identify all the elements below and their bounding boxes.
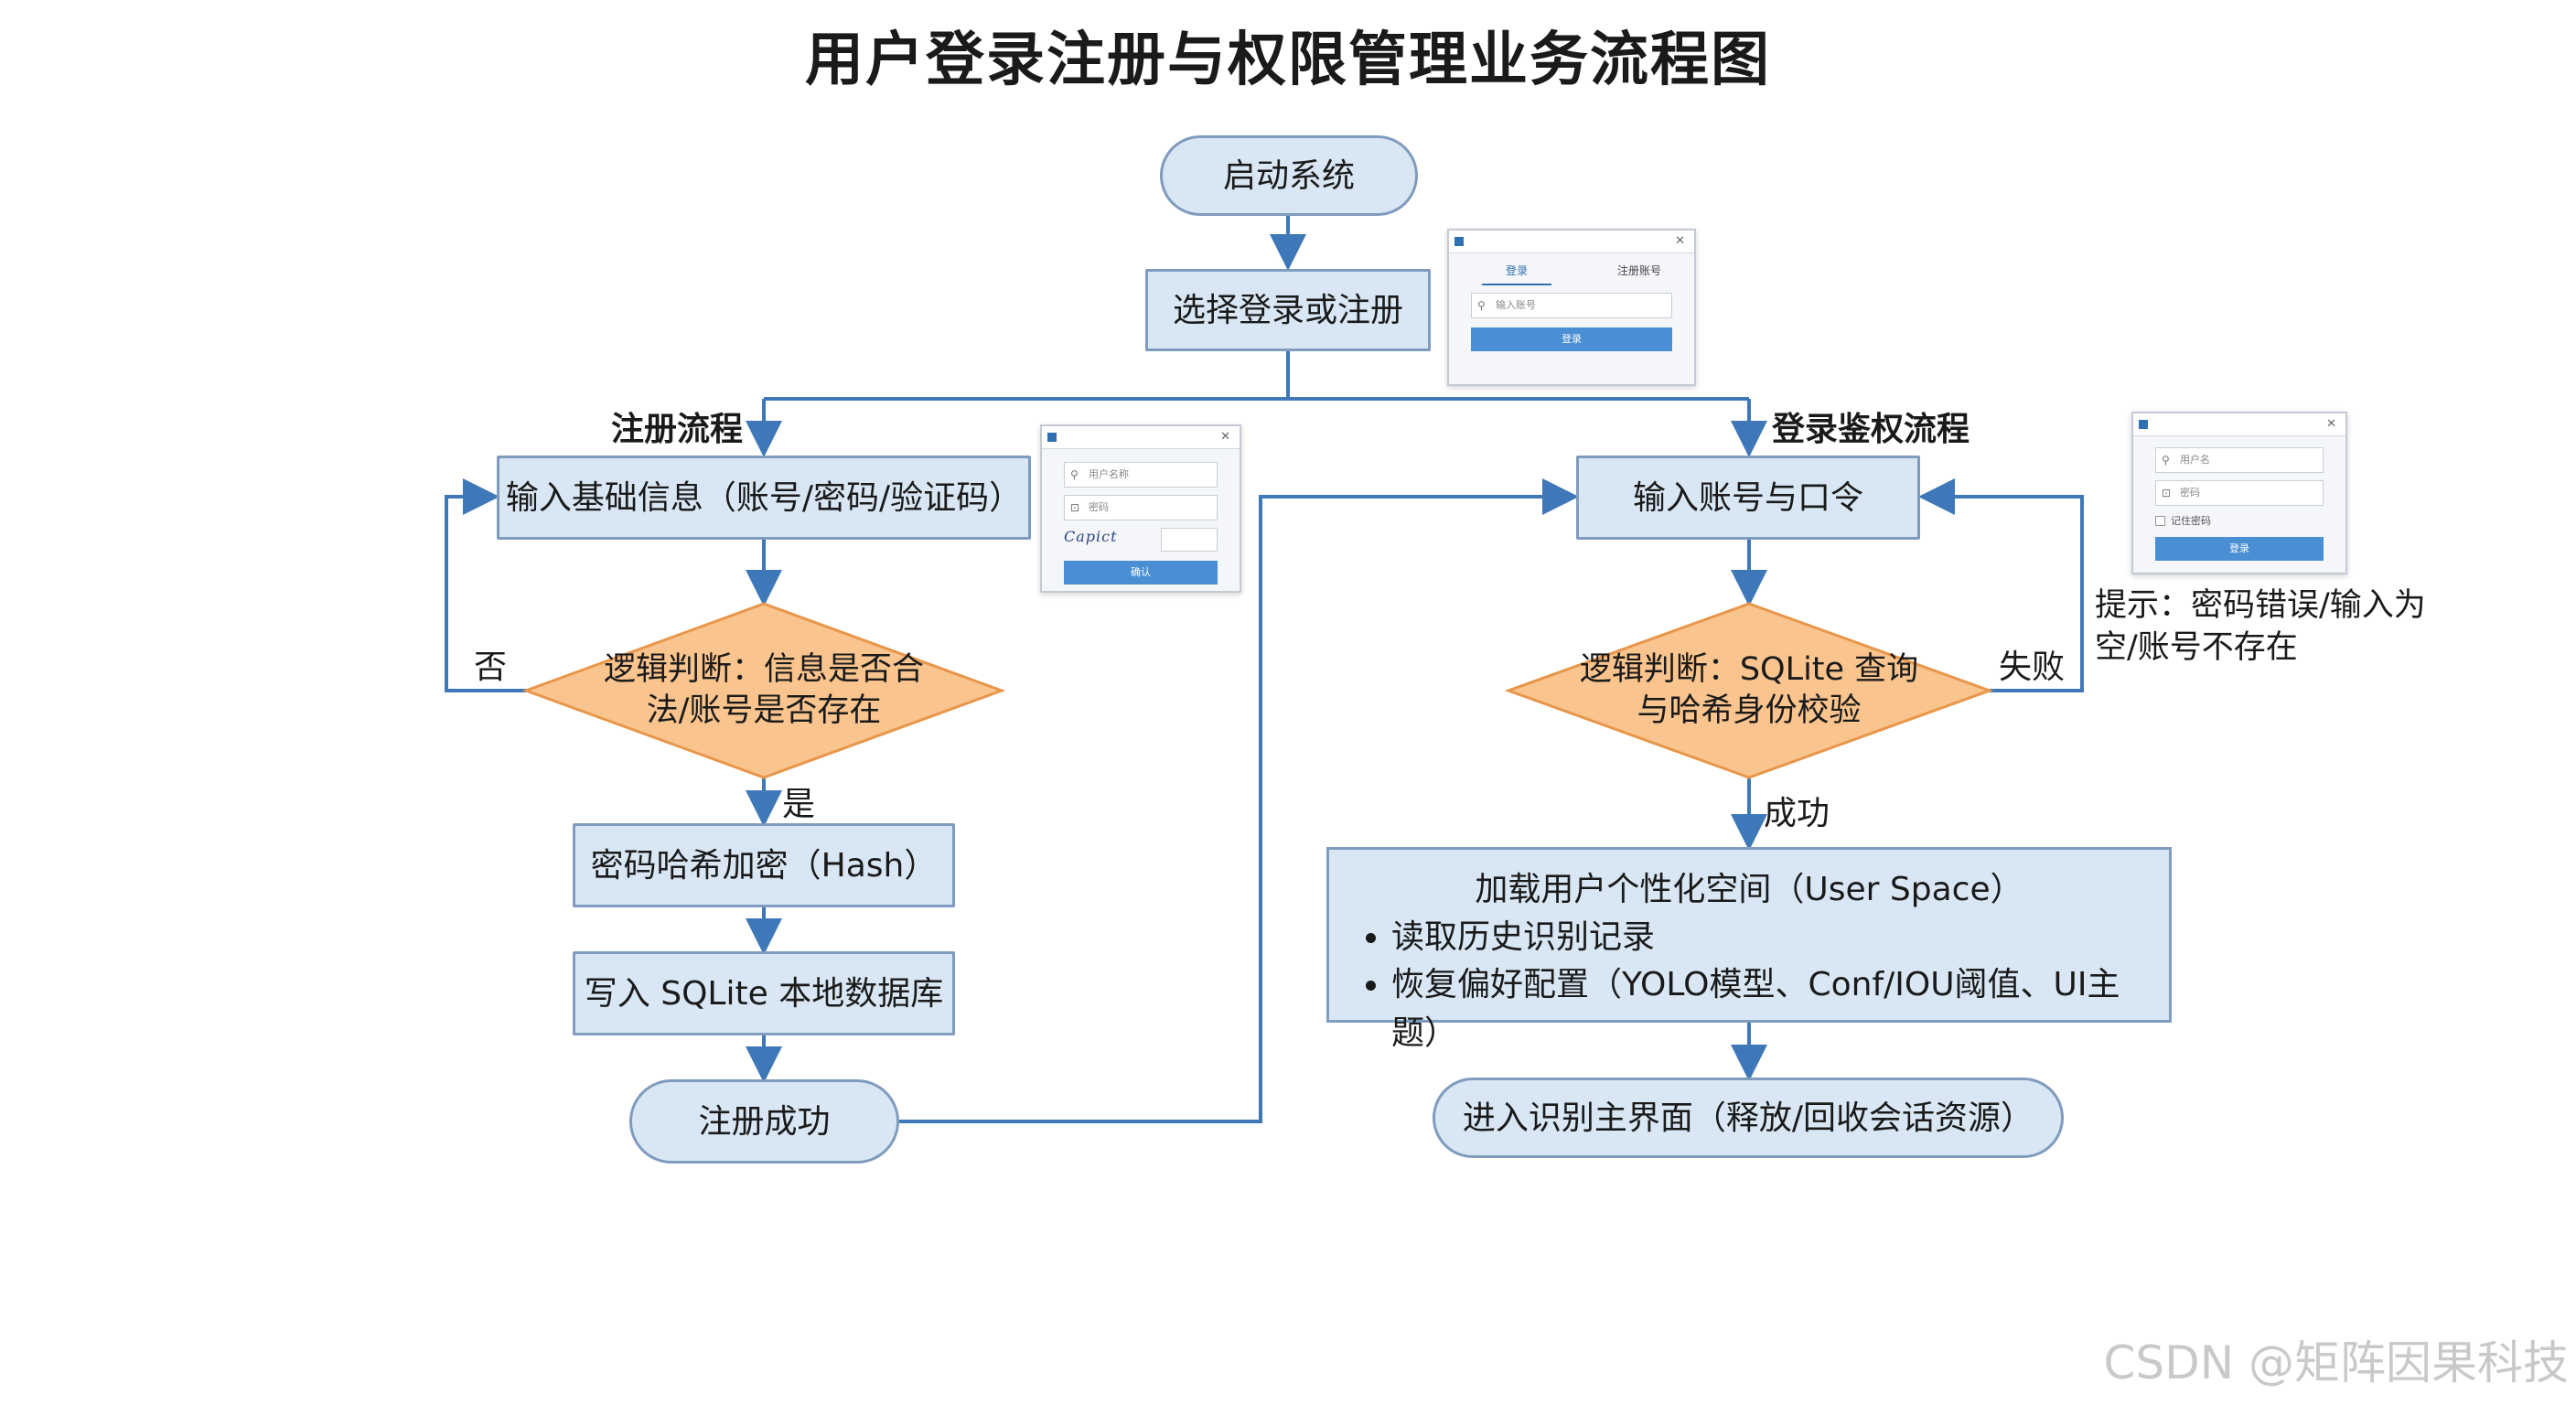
mockup-login-window: ✕ ⚲用户名 ⊡密码 记住密码 登录 — [2131, 412, 2347, 574]
connectors — [445, 216, 2084, 1123]
load-space-item: 读取历史识别记录 — [1391, 914, 2143, 961]
lock-icon: ⊡ — [2162, 487, 2172, 499]
node-register-check: 逻辑判断：信息是否合法/账号是否存在 — [603, 650, 924, 730]
close-icon: ✕ — [2326, 417, 2336, 431]
mockup-choose-window: ✕ 登录 注册账号 ⚲输入账号 登录 — [1447, 229, 1696, 386]
decision-login-diamond — [1504, 602, 1994, 779]
edge-label-fail: 失败 — [1999, 649, 2066, 686]
node-load-user-space: 加载用户个性化空间（User Space） 读取历史识别记录 恢复偏好配置（YO… — [1326, 847, 2172, 1052]
app-icon — [1047, 433, 1057, 442]
node-register-input: 输入基础信息（账号/密码/验证码） — [497, 456, 1031, 540]
node-hash: 密码哈希加密（Hash） — [573, 823, 955, 907]
node-login-check: 逻辑判断：SQLite 查询与哈希身份校验 — [1579, 650, 1919, 730]
node-enter-main: 进入识别主界面（释放/回收会话资源） — [1433, 1078, 2064, 1158]
lock-icon: ⊡ — [1070, 501, 1080, 514]
node-start: 启动系统 — [1160, 135, 1418, 216]
load-space-item: 恢复偏好配置（YOLO模型、Conf/IOU阈值、UI主题） — [1391, 961, 2143, 1056]
window-titlebar: ✕ — [2133, 413, 2345, 436]
app-icon — [1454, 237, 1464, 246]
decision-register-diamond — [521, 602, 1006, 779]
mockup-register-window: ✕ ⚲用户名称 ⊡密码 Capict 确认 — [1040, 424, 1241, 593]
load-space-title: 加载用户个性化空间（User Space） — [1475, 871, 2023, 908]
confirm-button[interactable]: 确认 — [1064, 561, 1218, 585]
checkbox-icon — [2155, 515, 2165, 526]
watermark: CSDN @矩阵因果科技 — [2103, 1336, 2569, 1389]
password-input[interactable]: ⊡密码 — [2155, 480, 2324, 506]
user-icon: ⚲ — [1477, 299, 1486, 312]
tab-login[interactable]: 登录 — [1481, 263, 1551, 285]
login-button[interactable]: 登录 — [1471, 327, 1672, 351]
node-login-input: 输入账号与口令 — [1576, 456, 1920, 540]
edge-label-success: 成功 — [1764, 795, 1830, 832]
username-input[interactable]: ⚲用户名 — [2155, 447, 2324, 473]
user-icon: ⚲ — [2162, 454, 2170, 467]
node-choose: 选择登录或注册 — [1145, 269, 1431, 351]
section-register: 注册流程 — [611, 411, 744, 448]
captcha-image: Capict — [1064, 528, 1118, 545]
node-register-success: 注册成功 — [629, 1079, 899, 1164]
close-icon: ✕ — [1220, 430, 1230, 444]
user-icon: ⚲ — [1070, 468, 1079, 481]
password-input[interactable]: ⊡密码 — [1064, 495, 1218, 520]
remember-checkbox[interactable]: 记住密码 — [2155, 513, 2324, 528]
login-button[interactable]: 登录 — [2155, 537, 2324, 561]
edge-choose-split — [764, 351, 1749, 401]
tab-register[interactable]: 注册账号 — [1616, 264, 1661, 277]
node-write-db: 写入 SQLite 本地数据库 — [573, 951, 955, 1035]
edge-label-yes: 是 — [782, 786, 816, 823]
account-input[interactable]: ⚲输入账号 — [1471, 293, 1672, 318]
username-input[interactable]: ⚲用户名称 — [1064, 462, 1218, 488]
section-login: 登录鉴权流程 — [1772, 411, 1970, 448]
app-icon — [2139, 420, 2148, 429]
edge-label-no: 否 — [474, 649, 508, 686]
edge-success-login — [899, 478, 1579, 1123]
page-title: 用户登录注册与权限管理业务流程图 — [805, 27, 1771, 94]
captcha-input[interactable] — [1161, 528, 1218, 552]
close-icon: ✕ — [1675, 234, 1685, 248]
edge-check-no-loop — [445, 478, 526, 692]
hint-text: 提示：密码错误/输入为空/账号不存在 — [2095, 587, 2426, 666]
edge-login-fail-loop — [1918, 478, 2084, 692]
window-titlebar: ✕ — [1042, 426, 1240, 449]
window-titlebar: ✕ — [1449, 231, 1694, 253]
